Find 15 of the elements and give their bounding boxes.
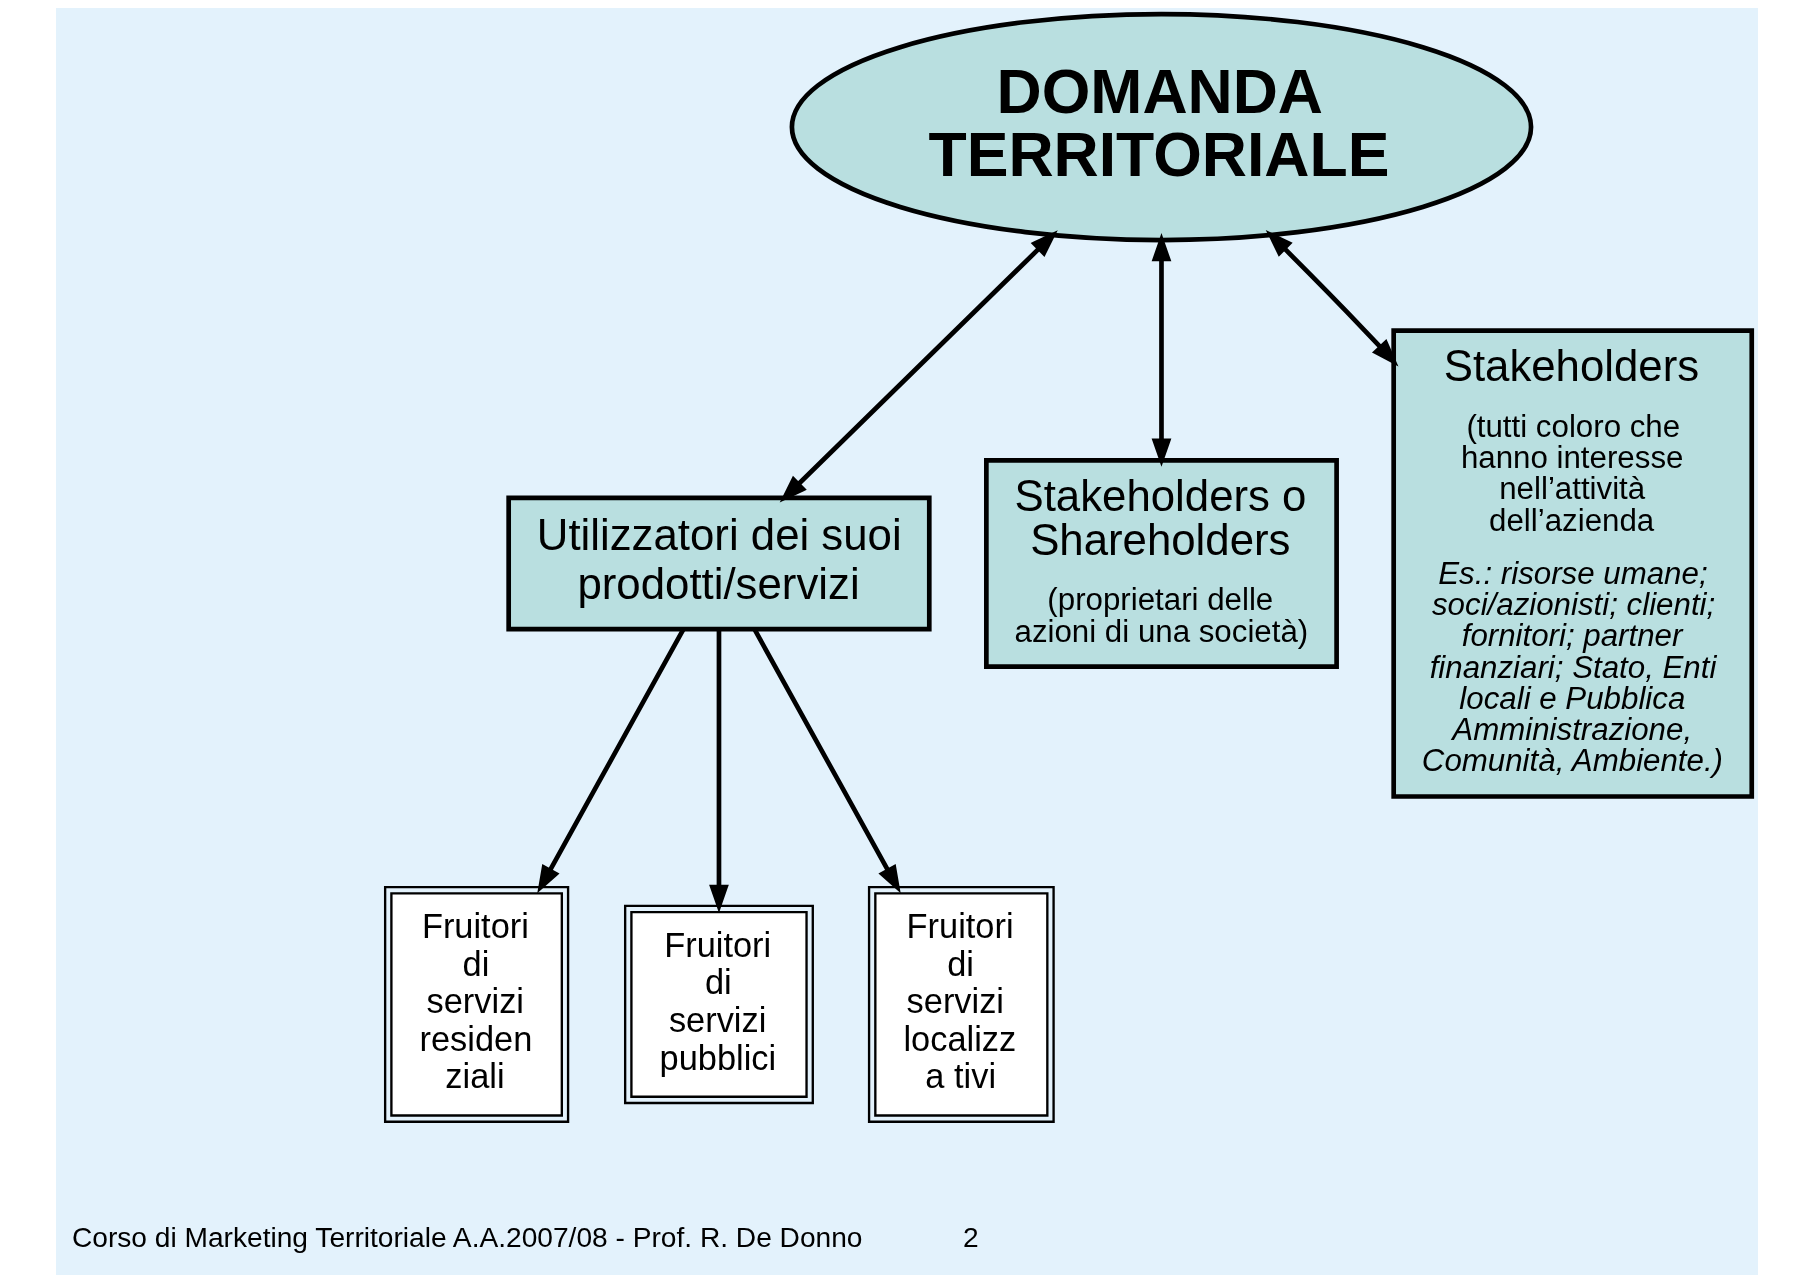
label: Corso di Marketing Territoriale A.A.2007/08 - Prof. R. De Donno [71, 1222, 863, 1254]
node-box: Fruitori di servizi localizza tivi [867, 886, 1055, 1123]
node-box: Stakeholders (tutti coloro che hanno interesse nell’attività dell’azienda Es.: risorse umane; soci/azionisti; clienti; fornitori; partner finanziari; Stato, Enti locali e Pubblica Amministrazione, Comunità, Ambiente.) [1391, 328, 1755, 799]
arrow [779, 230, 1058, 503]
arrow [537, 628, 686, 894]
node-box: Utilizzatori dei suoi prodotti/servizi [506, 495, 932, 632]
arrow [1151, 233, 1172, 467]
arrow [752, 628, 901, 894]
node-box: Fruitori di servizi residen ziali [383, 886, 570, 1123]
node-ellipse: DOMANDA TERRITORIALE [789, 11, 1534, 243]
label: 2 [962, 1222, 979, 1254]
arrow [1265, 229, 1399, 367]
node-box: Stakeholders o Shareholders (proprietari delle azioni di una società) [984, 457, 1339, 670]
node-box: Fruitori di servizi pubblici [624, 904, 814, 1105]
arrow [709, 629, 729, 913]
